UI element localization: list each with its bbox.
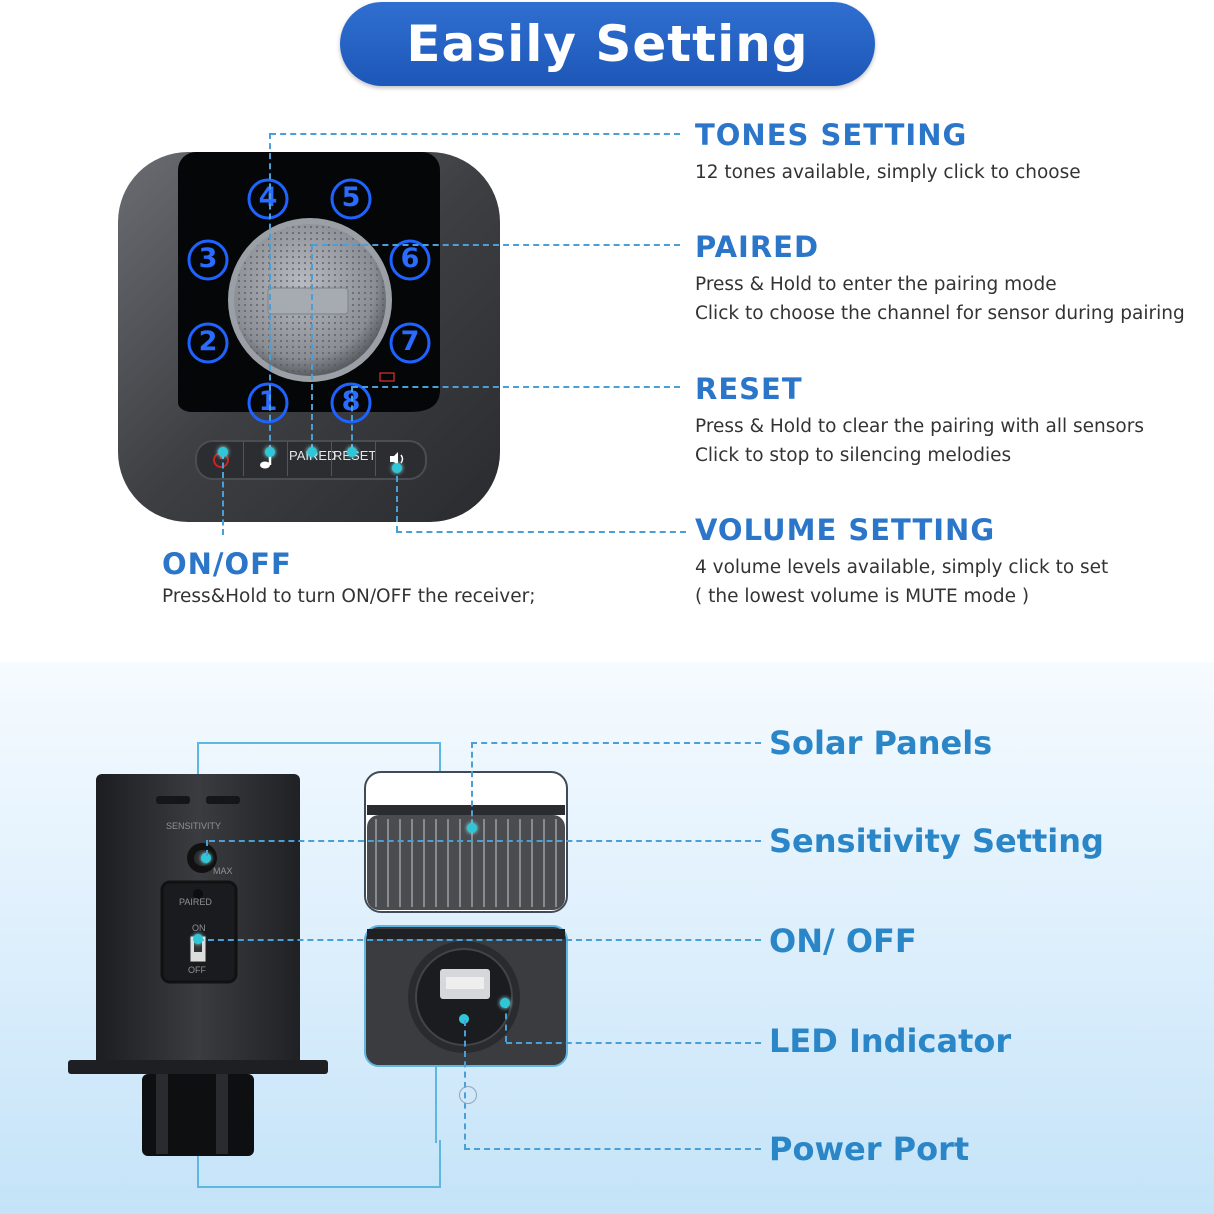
power-port-detail [364,925,568,1067]
bar-divider [287,442,288,476]
motion-sensor-device [68,774,328,1156]
bar-divider [243,442,244,476]
callout-led-indicator: LED Indicator [769,1022,1012,1060]
sensitivity-callout-line [209,840,761,842]
tone-button-5[interactable]: 5 [329,177,373,221]
callout-on-off: ON/ OFF [769,922,917,960]
power-port-callout-line [464,1148,761,1150]
feature-desc-volume: 4 volume levels available, simply click … [695,557,1109,578]
feature-heading-paired: PAIRED [695,230,820,264]
sensitivity-callout-dot [201,853,211,863]
page-title: Easily Setting [406,15,809,73]
feature-desc-volume: ( the lowest volume is MUTE mode ) [695,586,1030,607]
tone-button-label: 1 [258,386,278,417]
led-callout-line [506,1042,761,1044]
feature-desc-paired: Click to choose the channel for sensor d… [695,303,1185,324]
solar-callout-line [471,742,761,744]
feature-desc-reset: Press & Hold to clear the pairing with a… [695,416,1144,437]
solar-panel-detail [364,771,568,913]
paired-label: PAIRED [179,897,212,907]
on-label: ON [192,923,206,933]
receiver-device [118,152,500,522]
volume-callout-line [396,466,398,532]
off-label: OFF [188,965,206,975]
speaker-icon [390,452,404,466]
reset-callout-dot [347,447,357,457]
port-marker [459,1086,477,1104]
volume-callout-dot [392,463,402,473]
tone-button-label: 3 [198,243,218,274]
volume-button[interactable] [386,447,410,471]
reset-callout-line [352,386,680,388]
tone-button-1[interactable]: 1 [246,381,290,425]
onoff2-callout-dot [193,934,203,944]
tone-button-label: 5 [341,182,361,213]
bracket-line [197,742,441,778]
power-port-callout-line [464,1020,466,1150]
bracket-line [197,1140,441,1188]
callout-sensitivity-setting: Sensitivity Setting [769,822,1104,860]
onoff-callout-line [222,453,224,535]
tone-button-label: 4 [258,182,278,213]
solar-callout-dot [467,823,477,833]
led-callout-line [505,1002,507,1042]
feature-heading-tones: TONES SETTING [695,118,968,152]
tone-button-3[interactable]: 3 [186,238,230,282]
feature-heading-volume: VOLUME SETTING [695,513,996,547]
callout-solar-panels: Solar Panels [769,724,993,762]
bar-divider [331,442,332,476]
paired-callout-dot [307,447,317,457]
bar-divider [375,442,376,476]
feature-desc-tones: 12 tones available, simply click to choo… [695,162,1081,183]
tone-button-label: 8 [341,386,361,417]
sensitivity-label: SENSITIVITY [166,821,222,831]
tones-callout-line [270,133,680,135]
led-callout-dot [500,998,510,1008]
onoff-heading: ON/OFF [162,547,292,581]
tone-button-label: 7 [400,326,420,357]
reset-callout-line [351,386,353,450]
feature-heading-reset: RESET [695,372,803,406]
tones-callout-dot [265,447,275,457]
sensitivity-callout-line [206,840,208,856]
tone-button-6[interactable]: 6 [388,238,432,282]
volume-callout-line [396,531,686,533]
feature-desc-paired: Press & Hold to enter the pairing mode [695,274,1057,295]
callout-power-port: Power Port [769,1130,970,1168]
tone-button-2[interactable]: 2 [186,321,230,365]
paired-callout-line [312,244,680,246]
bracket-line [435,1063,437,1143]
tones-callout-line [269,133,271,451]
tone-button-label: 6 [400,243,420,274]
paired-callout-line [311,244,313,450]
feature-desc-reset: Click to stop to silencing melodies [695,445,1012,466]
tone-button-7[interactable]: 7 [388,321,432,365]
tone-button-label: 2 [198,326,218,357]
title-banner: Easily Setting [340,2,875,86]
max-label: MAX [213,866,233,876]
onoff-desc: Press&Hold to turn ON/OFF the receiver; [162,586,536,607]
solar-callout-line [471,742,473,826]
onoff2-callout-line [198,939,761,941]
tone-button-4[interactable]: 4 [246,177,290,221]
onoff-callout-dot [218,447,228,457]
